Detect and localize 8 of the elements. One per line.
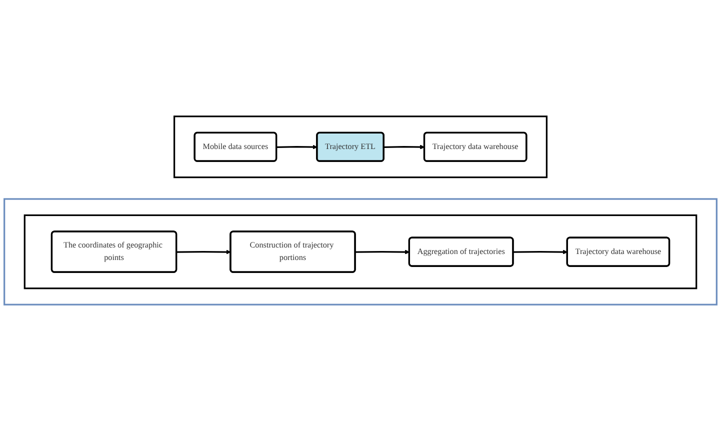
cluster bbox=[174, 116, 548, 178]
arrow bbox=[355, 250, 410, 254]
cluster bbox=[24, 214, 698, 290]
arrow bbox=[384, 144, 425, 150]
cluster bbox=[4, 198, 718, 306]
arrow bbox=[176, 250, 231, 254]
arrow bbox=[276, 144, 318, 150]
arrow bbox=[513, 250, 568, 254]
